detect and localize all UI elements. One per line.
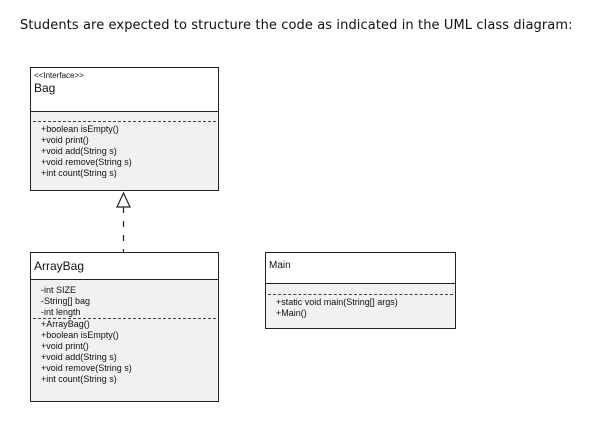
intro-text: Students are expected to structure the c… [20,18,573,33]
arraybag-method: +boolean isEmpty() [41,330,119,340]
arraybag-method: +ArrayBag() [41,319,90,329]
bag-header: <<Interface>> Bag [31,68,218,112]
main-method: +Main() [276,308,307,318]
arraybag-class-box: ArrayBag -int SIZE -String[] bag -int le… [30,252,219,402]
arraybag-attribute: -String[] bag [41,296,91,306]
arraybag-method: +int count(String s) [41,374,117,384]
bag-method: +void add(String s) [41,146,117,156]
arraybag-header: ArrayBag [31,253,218,280]
bag-separator [33,121,216,122]
bag-stereotype: <<Interface>> [34,71,84,80]
bag-method: +boolean isEmpty() [41,124,119,134]
bag-class-name: Bag [34,81,56,95]
main-separator [268,294,453,295]
bag-members: +boolean isEmpty() +void print() +void a… [31,112,218,190]
bag-method: +void print() [41,135,89,145]
arraybag-attribute: -int SIZE [41,285,77,295]
bag-method: +void remove(String s) [41,157,132,167]
arrow-head [116,191,131,208]
bag-interface-box: <<Interface>> Bag +boolean isEmpty() +vo… [30,67,219,191]
main-members: +static void main(String[] args) +Main() [266,284,455,328]
arraybag-method: +void remove(String s) [41,363,132,373]
main-header: Main [266,253,455,284]
bag-method: +int count(String s) [41,168,117,178]
main-class-name: Main [269,260,291,271]
main-method: +static void main(String[] args) [276,297,398,307]
arraybag-method: +void print() [41,341,89,351]
arraybag-class-name: ArrayBag [34,259,85,273]
arraybag-method: +void add(String s) [41,352,117,362]
arraybag-members: -int SIZE -String[] bag -int length +Arr… [31,280,218,401]
arraybag-attribute: -int length [41,307,81,317]
arraybag-separator [33,318,216,319]
main-class-box: Main +static void main(String[] args) +M… [265,252,456,329]
